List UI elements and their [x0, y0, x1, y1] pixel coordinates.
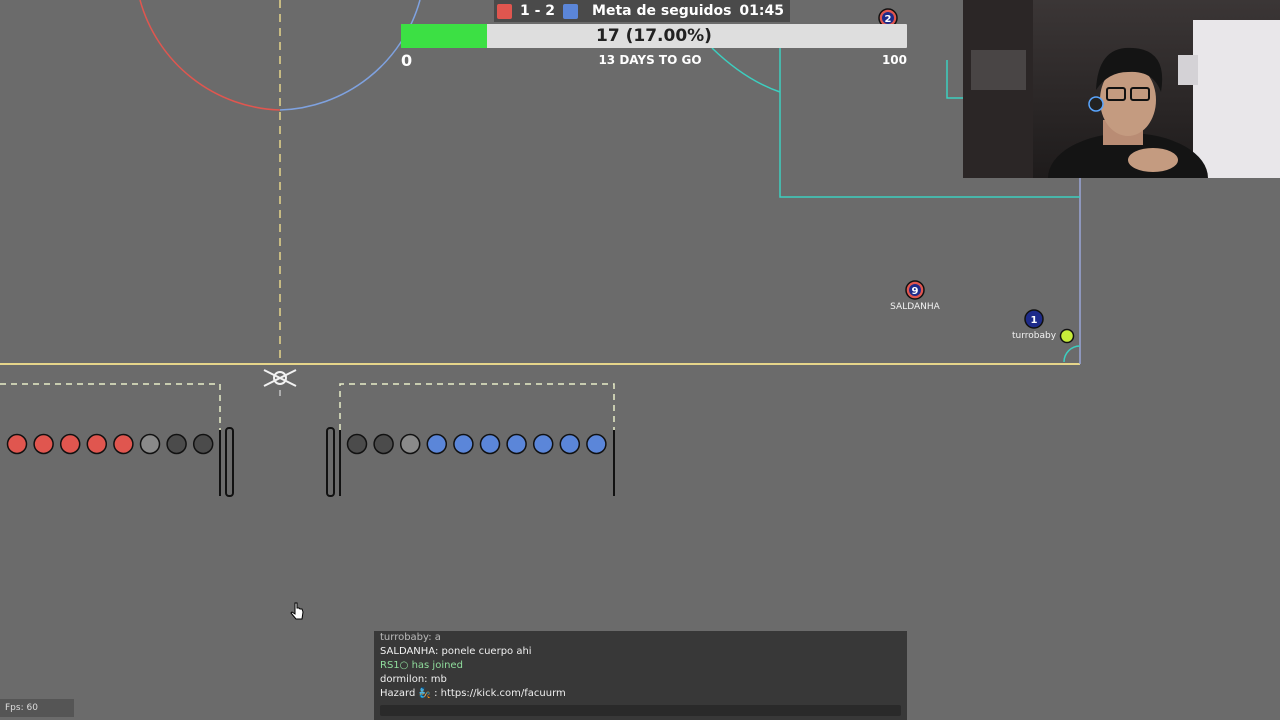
chat-message-join: RS1○ has joined	[380, 660, 463, 671]
teal-area-line	[779, 48, 1080, 198]
player-1[interactable]: 1	[1024, 309, 1044, 329]
goal-min-label: 0	[401, 51, 413, 70]
bench-dot-red	[113, 433, 134, 455]
player-number: 1	[1031, 315, 1038, 326]
player-number: 9	[912, 286, 919, 297]
hand-cursor-icon	[290, 602, 304, 620]
bench-dot-empty	[192, 433, 214, 455]
goal-flag-icon	[263, 369, 297, 396]
bench-dot-blue	[479, 433, 501, 455]
goal-max-label: 100	[881, 53, 907, 67]
bench-dots	[6, 433, 607, 455]
blue-bench-box	[339, 383, 615, 430]
bench-dot-empty	[139, 433, 161, 455]
bench-dot-blue	[506, 433, 527, 455]
scoreboard: 1 - 2 Meta de seguidos 01:45	[494, 0, 790, 22]
ball	[1059, 328, 1075, 344]
red-bench-box	[0, 383, 221, 430]
bench-door-right	[326, 427, 335, 497]
player-number: 2	[885, 14, 892, 25]
bench-dot-blue	[559, 433, 581, 455]
goal-progress-fill	[401, 24, 488, 48]
bench-dot-empty	[373, 433, 394, 455]
teal-area-line-2	[946, 60, 963, 99]
player-9[interactable]: 9	[905, 280, 925, 300]
chat-message: SALDANHA: ponele cuerpo ahi	[380, 646, 532, 657]
bench-dot-empty	[346, 433, 368, 455]
bench-dot-blue	[532, 433, 554, 455]
teal-arc	[711, 47, 781, 93]
center-circle-blue	[279, 0, 421, 111]
player-name-label: turrobaby	[1011, 331, 1057, 341]
chat-message: turrobaby: a	[380, 632, 441, 643]
corner-arc	[1063, 345, 1081, 363]
bench-dot-blue	[453, 433, 474, 455]
fps-counter: Fps: 60	[0, 699, 74, 717]
bench-dot-empty	[166, 433, 187, 455]
bench-dot-blue	[586, 433, 607, 455]
chat-input[interactable]	[380, 705, 901, 716]
goal-days-label: 13 DAYS TO GO	[598, 53, 702, 67]
match-timer: 01:45	[739, 3, 784, 19]
bench-dot-red	[86, 433, 108, 455]
bench-dot-empty	[399, 433, 421, 455]
bench-dot-blue	[426, 433, 448, 455]
scoreboard-title: Meta de seguidos	[592, 3, 732, 19]
center-circle-red	[139, 0, 281, 111]
streamer-figure	[963, 0, 1280, 178]
goal-progress-label: 17 (17.00%)	[596, 26, 712, 46]
bench-door-left	[225, 427, 234, 497]
webcam-overlay	[963, 0, 1280, 178]
bench-dot-red	[59, 433, 81, 455]
red-team-square	[497, 3, 512, 19]
player-name-label: SALDANHA	[890, 302, 940, 312]
bench-dot-red	[33, 433, 54, 455]
match-score: 1 - 2	[520, 3, 556, 19]
chat-message: Hazard 🧞 : https://kick.com/facuurm	[380, 688, 566, 699]
blue-team-square	[563, 3, 579, 19]
bench-dot-red	[6, 433, 28, 455]
chat-panel[interactable]: turrobaby: a SALDANHA: ponele cuerpo ahi…	[374, 631, 907, 720]
player-2[interactable]: 2	[878, 8, 898, 28]
chat-message: dormilon: mb	[380, 674, 447, 685]
follower-goal-bar: 17 (17.00%)	[401, 24, 907, 48]
